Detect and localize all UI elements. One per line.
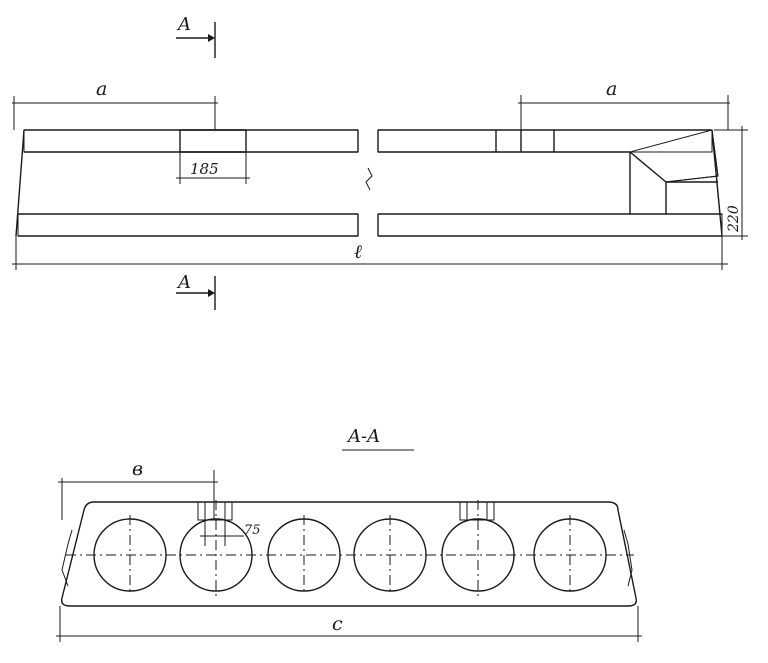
dimension-opening-label: 185 bbox=[190, 160, 219, 178]
dimension-c-label: c bbox=[332, 613, 343, 635]
dimension-height: 220 bbox=[714, 126, 748, 240]
hole-6 bbox=[533, 515, 607, 595]
dimension-length: ℓ bbox=[12, 236, 728, 270]
cross-section-view: A-A в 75 bbox=[56, 426, 642, 642]
dimension-b-label: в bbox=[132, 458, 143, 480]
hole-2 bbox=[179, 500, 253, 596]
cross-section-outline bbox=[60, 501, 638, 607]
left-key bbox=[61, 529, 73, 587]
right-key bbox=[623, 529, 633, 587]
dimension-a-right: a bbox=[518, 78, 730, 130]
hole-3 bbox=[267, 515, 341, 595]
section-marker-top-label: A bbox=[176, 14, 191, 35]
dimension-length-label: ℓ bbox=[354, 241, 362, 263]
slab-left-portion bbox=[15, 129, 359, 237]
hole-1 bbox=[93, 515, 167, 595]
dimension-a-right-label: a bbox=[606, 78, 617, 100]
opening-left: 75 bbox=[197, 501, 261, 546]
section-marker-top: A bbox=[176, 14, 216, 58]
holes bbox=[93, 500, 607, 596]
hole-5 bbox=[441, 500, 515, 596]
section-marker-bottom-label: A bbox=[176, 272, 191, 293]
section-marker-bottom: A bbox=[176, 272, 216, 310]
dimension-b: в bbox=[58, 458, 218, 520]
hole-4 bbox=[353, 515, 427, 595]
dimension-a-left-label: a bbox=[96, 78, 107, 100]
section-title: A-A bbox=[346, 426, 380, 447]
dimension-a-left: a bbox=[12, 78, 218, 130]
longitudinal-view: A a a bbox=[12, 14, 748, 310]
break-line bbox=[365, 167, 373, 191]
dimension-opening: 185 bbox=[176, 152, 250, 184]
opening-right bbox=[459, 501, 495, 521]
slab-right-portion bbox=[377, 129, 723, 237]
dimension-height-label: 220 bbox=[726, 205, 742, 233]
dimension-opening-small-label: 75 bbox=[244, 523, 261, 538]
dimension-c: c bbox=[56, 606, 642, 642]
